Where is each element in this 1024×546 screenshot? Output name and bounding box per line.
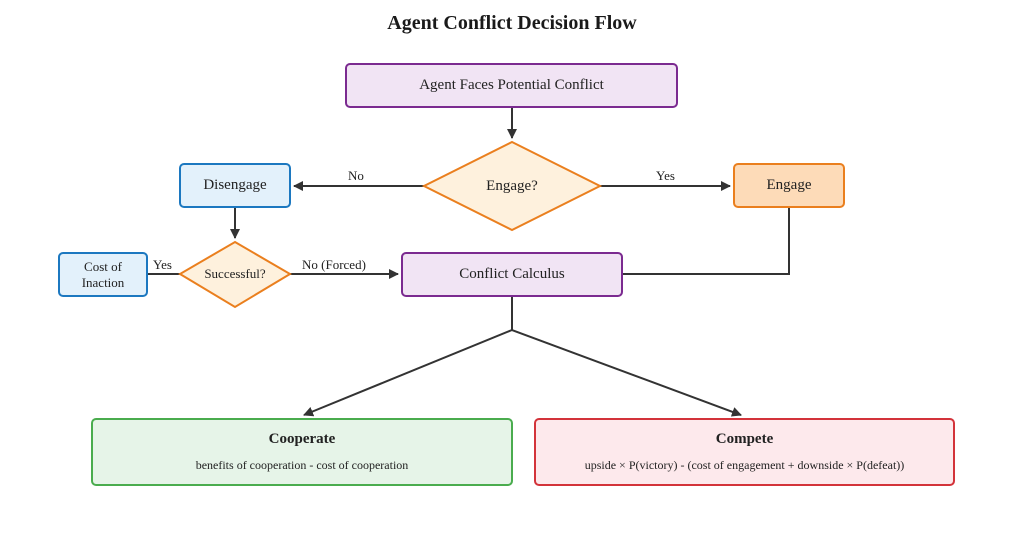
cooperate-title: Cooperate [268, 431, 336, 447]
diagram-title: Agent Conflict Decision Flow [387, 12, 637, 34]
compete-node: Compete upside × P(victory) - (cost of e… [534, 418, 955, 486]
edge-label-yes-engage: Yes [656, 168, 675, 183]
engage-decision-label: Engage? [486, 177, 538, 194]
cooperate-formula: benefits of cooperation - cost of cooper… [195, 458, 409, 472]
edge-calculus-to-cooperate [303, 329, 513, 417]
edge-calculus-to-compete [511, 329, 742, 417]
disengage-node: Disengage [179, 163, 291, 208]
disengage-node-label: Disengage [203, 177, 267, 193]
edge-engage-to-calculus [623, 208, 790, 275]
successful-decision-label: Successful? [204, 266, 266, 281]
successful-decision-diamond [178, 240, 292, 309]
compete-formula: upside × P(victory) - (cost of engagemen… [584, 458, 905, 472]
engage-node-label: Engage [766, 177, 812, 193]
engage-node: Engage [733, 163, 845, 208]
cost-of-inaction-node: Cost of Inaction [58, 252, 148, 297]
edge-label-no: No [348, 168, 364, 183]
cost-of-inaction-label: Cost of Inaction [81, 258, 125, 290]
start-node: Agent Faces Potential Conflict [345, 63, 678, 108]
start-node-label: Agent Faces Potential Conflict [419, 77, 604, 93]
conflict-calculus-node: Conflict Calculus [401, 252, 623, 297]
edge-label-no-forced: No (Forced) [302, 257, 366, 272]
cooperate-node: Cooperate benefits of cooperation - cost… [91, 418, 513, 486]
edge-label-yes-success: Yes [153, 257, 172, 272]
conflict-calculus-label: Conflict Calculus [459, 266, 565, 282]
engage-decision-diamond [421, 140, 603, 232]
compete-title: Compete [715, 431, 774, 447]
